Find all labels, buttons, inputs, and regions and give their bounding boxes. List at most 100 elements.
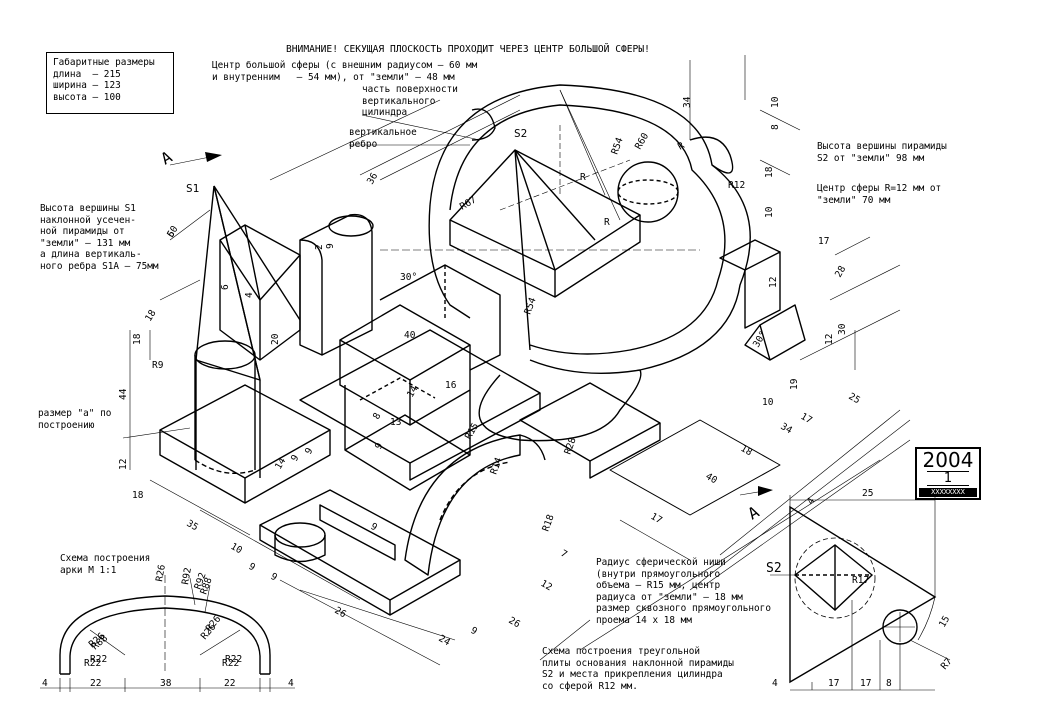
dimension-label: 25 [847,391,862,406]
dimension-label: 10 [762,397,774,408]
note-big-sphere: Центр большой сферы (с внешним радиусом … [212,60,478,83]
scheme-dim-17b: 17 [860,678,871,689]
dimension-label: 17 [799,411,814,426]
section-a-label-right: А [745,502,763,523]
base-plate-center [299,329,541,481]
arch-dim-38: 38 [160,678,172,689]
dimension-label: R [676,140,687,153]
dimension-label: 44 [118,388,129,400]
dimension-label: 10 [764,206,775,218]
dimension-label: 9 [369,521,380,534]
dimension-label: 6 [220,284,231,290]
arch-dim-22a: 22 [90,678,101,689]
dimension-label: 18 [764,166,775,178]
note-pyramid-s2: Высота вершины пирамиды S2 от "земли" 98… [817,141,947,164]
base-plate-right [519,382,661,479]
dimension-label: R26 [154,563,168,582]
triangle-scheme [789,505,937,684]
dimension-label: 40 [404,330,416,341]
note-sphere-niche: Радиус сферической ниши (внутри прямоуго… [596,557,771,626]
dimension-label: 8 [770,124,781,130]
scheme-dim-25: 25 [862,488,873,499]
dimension-label: R22 [90,654,107,665]
dimension-label: 36 [365,171,380,187]
dimension-label: 18 [132,333,143,345]
plate-bottom-right [609,419,781,516]
dimension-label: R67 [458,194,478,212]
title-code: XXXXXXXX [919,488,977,497]
dimension-label: 12 [824,334,835,345]
dimension-label: 40 [704,471,720,486]
small-sphere [617,161,679,223]
dimension-label: 19 [789,378,800,390]
arch-dim-r22b: R22 [222,658,239,669]
dimension-label: 26 [333,605,349,620]
dimension-label: 6 [165,229,178,240]
dimension-label: R60 [633,131,651,152]
title-year: 2004 [922,448,974,472]
dimension-label: 20 [270,333,281,345]
slot-block [299,213,374,356]
arch-dim-4a: 4 [42,678,48,689]
overall-dims-length: длина — 215 [53,68,121,80]
dimension-label: 34 [779,421,795,436]
scheme-dim-4-top: 4 [805,496,818,507]
dimension-label: 14 [273,456,288,472]
dimension-label: 14 [405,384,420,400]
dimension-label: R7 [939,656,955,672]
scheme-dim-4-bottom: 4 [772,678,778,689]
s2-label: S2 [514,127,527,140]
dimension-label: R22 [225,654,242,665]
dimension-label: 9 [289,453,302,464]
s2-scheme-label: S2 [766,561,782,576]
dimension-label: 24 [437,633,453,648]
base-plate-left [159,384,331,504]
arch-dim-22b: 22 [224,678,235,689]
dimension-label: 16 [445,380,457,391]
dimension-label: 28 [833,264,848,280]
section-warning: ВНИМАНИЕ! СЕКУЩАЯ ПЛОСКОСТЬ ПРОХОДИТ ЧЕР… [286,44,650,55]
dimension-label: 8 [371,411,384,422]
dimension-label: 34 [682,96,693,108]
dimension-label: 9 [247,561,258,574]
section-a-label-top: А [158,147,176,168]
pyramid-s1 [195,185,301,478]
note-pyramid-s1: Высота вершины S1 наклонной усечен- ной … [40,203,159,272]
title-block: 2004 1 XXXXXXXX [915,447,981,500]
arch [404,434,546,576]
dimension-label: R [604,217,610,228]
note-cylinder-surface: часть поверхности вертикального цилиндра [362,84,458,118]
dimension-label: 9 [269,571,280,584]
dimension-label: 30° [400,272,417,283]
dimension-label: 17 [818,236,829,247]
dimension-label: 18 [143,308,159,324]
dimension-label: 10 [229,541,245,556]
dimension-label: 18 [739,443,755,458]
dimension-label: 12 [768,277,779,288]
overall-dims-height: высота — 100 [53,91,121,103]
note-triangle-scheme: Схема построения треугольной плиты основ… [542,646,734,692]
dimension-label: 12 [539,578,554,593]
right-block [719,239,806,361]
title-number: 1 [927,471,969,486]
dimension-label: 18 [132,490,144,501]
dimension-label: 26 [507,615,523,630]
dimension-label: R54 [522,296,538,316]
dimension-label: R15 [463,421,481,441]
dimension-label: 17 [649,511,664,526]
dimension-label: 15 [937,614,952,629]
dimension-label: 2 [314,244,325,250]
s1-label: S1 [186,182,199,195]
dimension-label: R17 [852,575,869,586]
scheme-dim-17a: 17 [828,678,839,689]
big-sphere-shell [428,84,751,442]
overall-dims-title: Габаритные размеры [53,57,155,68]
dimension-label: 13 [390,417,401,428]
dimension-label: 9 [373,441,386,452]
note-size-a: размер "а" по построению [38,408,112,431]
dimension-label: 4 [244,292,255,298]
scheme-dim-8: 8 [886,678,892,689]
dimension-label: 35 [185,518,200,533]
